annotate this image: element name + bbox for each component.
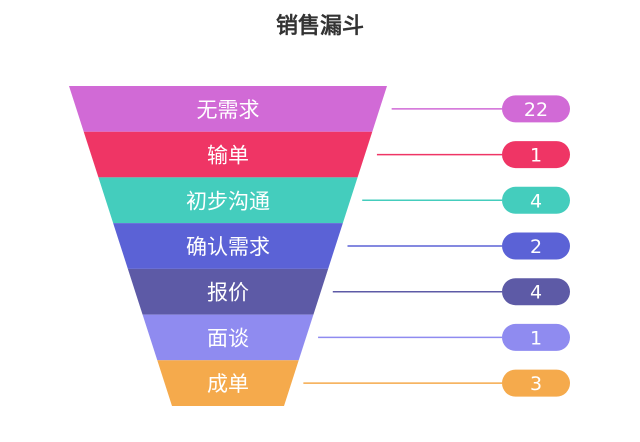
funnel-segment: [98, 177, 358, 224]
value-pill: [502, 278, 570, 306]
funnel-segment: [113, 223, 343, 269]
segment-label: 初步沟通: [186, 189, 270, 213]
value-label: 3: [530, 373, 542, 395]
funnel-segment: [142, 314, 314, 361]
funnel-segment: [69, 86, 387, 132]
value-pill: [502, 141, 570, 169]
value-label: 22: [524, 99, 548, 121]
value-pill: [502, 323, 570, 351]
chart-title: 销售漏斗: [275, 14, 364, 39]
funnel-segment: [83, 131, 373, 178]
value-pill: [502, 186, 570, 214]
segment-label: 确认需求: [186, 235, 270, 259]
value-pill: [502, 369, 570, 397]
value-label: 4: [530, 282, 542, 304]
segment-label: 报价: [207, 281, 249, 305]
funnel-segment: [127, 268, 329, 315]
funnel-segment: [157, 360, 299, 406]
segment-label: 输单: [207, 144, 249, 168]
value-label: 1: [530, 145, 542, 167]
value-pill: [502, 232, 570, 260]
segment-label: 成单: [207, 372, 249, 396]
value-label: 1: [530, 327, 542, 349]
segment-label: 面谈: [207, 326, 249, 350]
value-pill: [502, 95, 570, 123]
value-label: 4: [530, 190, 542, 212]
value-label: 2: [530, 236, 542, 258]
segment-label: 无需求: [197, 98, 260, 122]
